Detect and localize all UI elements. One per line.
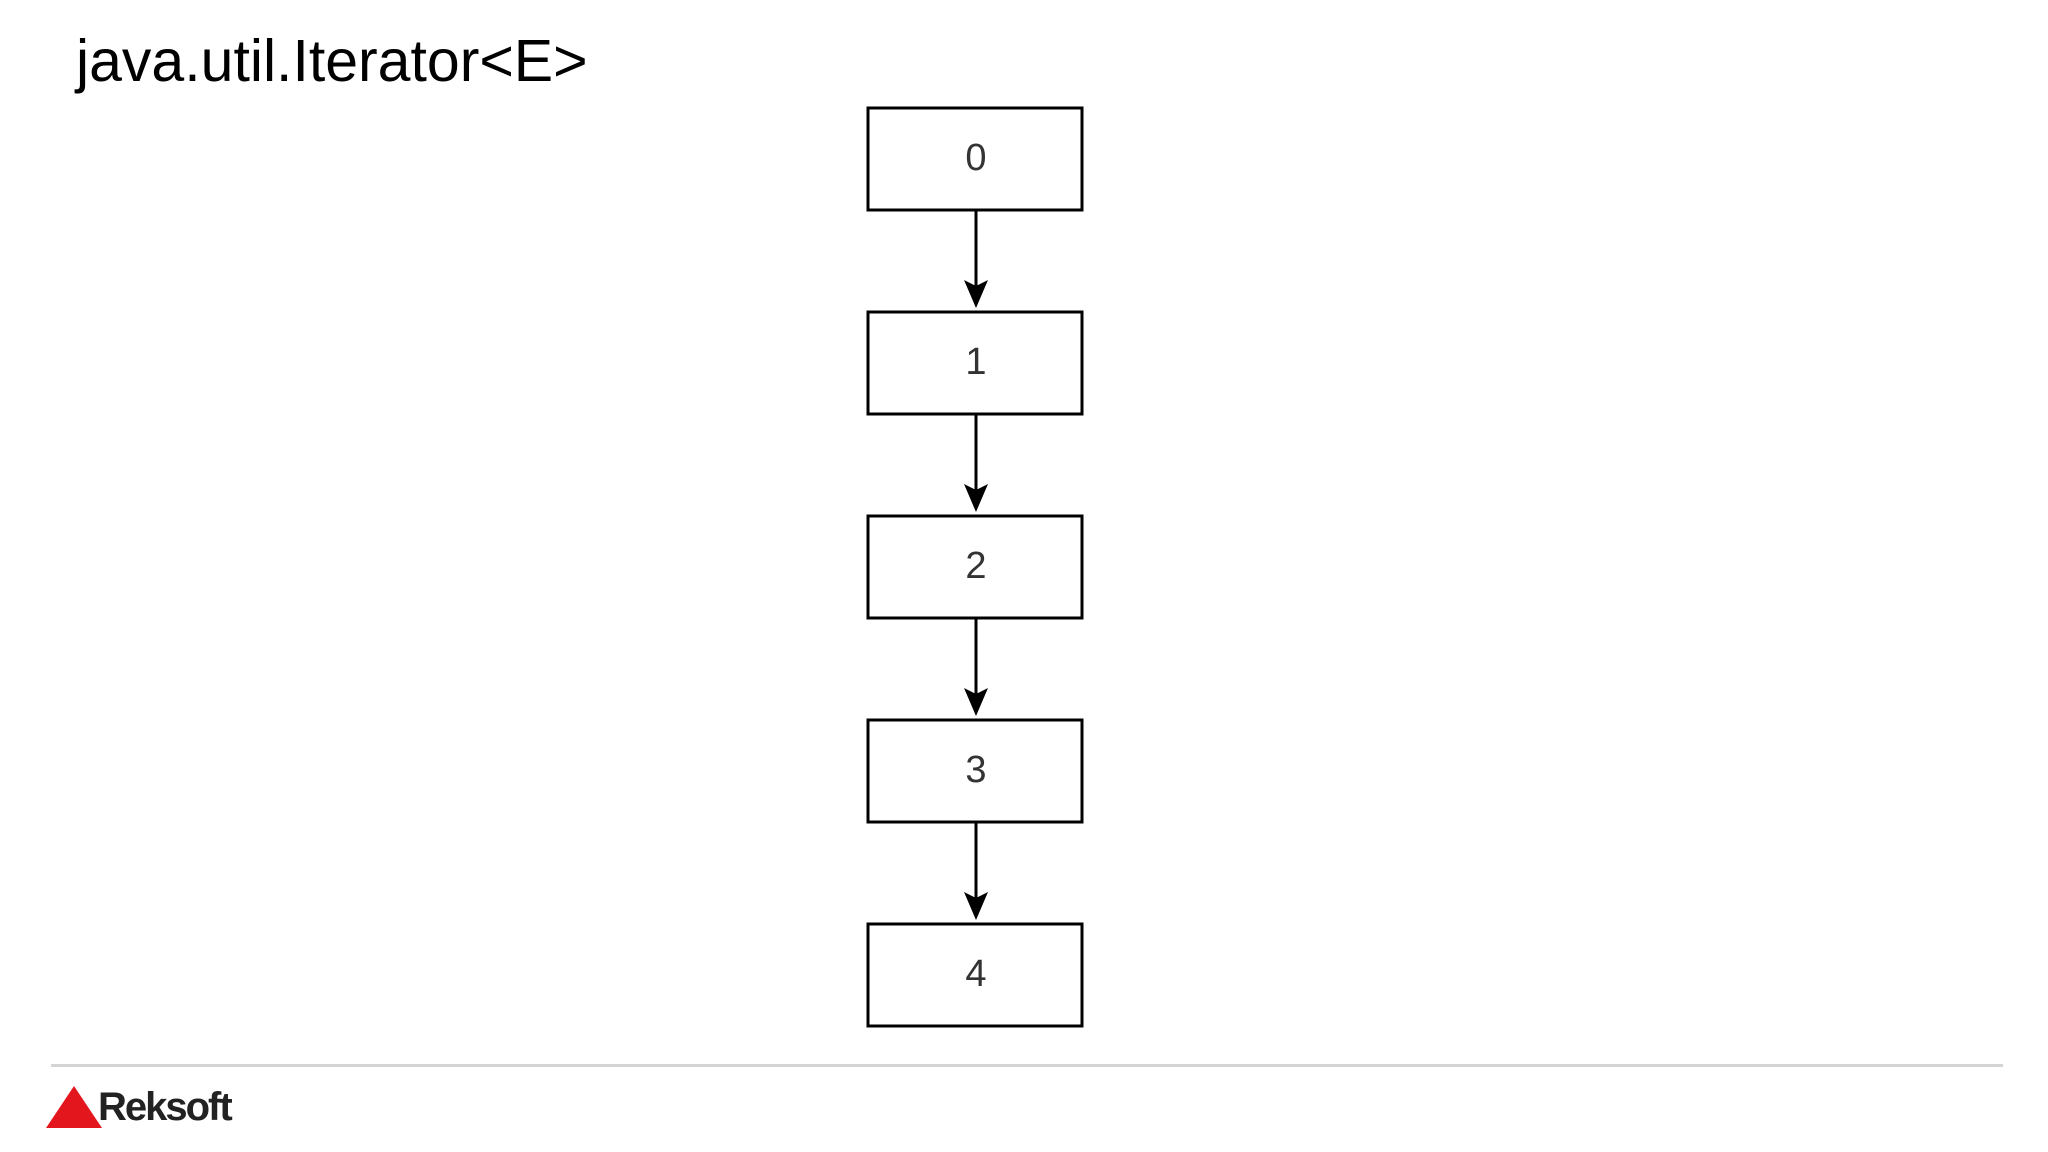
red-triangle-icon bbox=[46, 1086, 102, 1128]
edge-0-1 bbox=[964, 210, 988, 308]
reksoft-logo: Reksoft bbox=[46, 1084, 233, 1130]
node-1-label: 1 bbox=[965, 341, 986, 383]
edge-2-3 bbox=[964, 618, 988, 716]
node-4-label: 4 bbox=[965, 953, 986, 995]
node-1: 1 bbox=[866, 310, 1084, 416]
node-2: 2 bbox=[866, 514, 1084, 620]
edge-3-4 bbox=[964, 822, 988, 920]
node-3: 3 bbox=[866, 718, 1084, 824]
node-2-label: 2 bbox=[965, 545, 986, 587]
node-0: 0 bbox=[866, 106, 1084, 212]
node-3-label: 3 bbox=[965, 749, 986, 791]
node-0-label: 0 bbox=[965, 137, 986, 179]
footer-divider bbox=[51, 1064, 2003, 1067]
edge-1-2 bbox=[964, 414, 988, 512]
node-4: 4 bbox=[866, 922, 1084, 1028]
logo-wordmark: Reksoft bbox=[98, 1085, 233, 1129]
slide-title: java.util.Iterator<E> bbox=[76, 28, 588, 94]
